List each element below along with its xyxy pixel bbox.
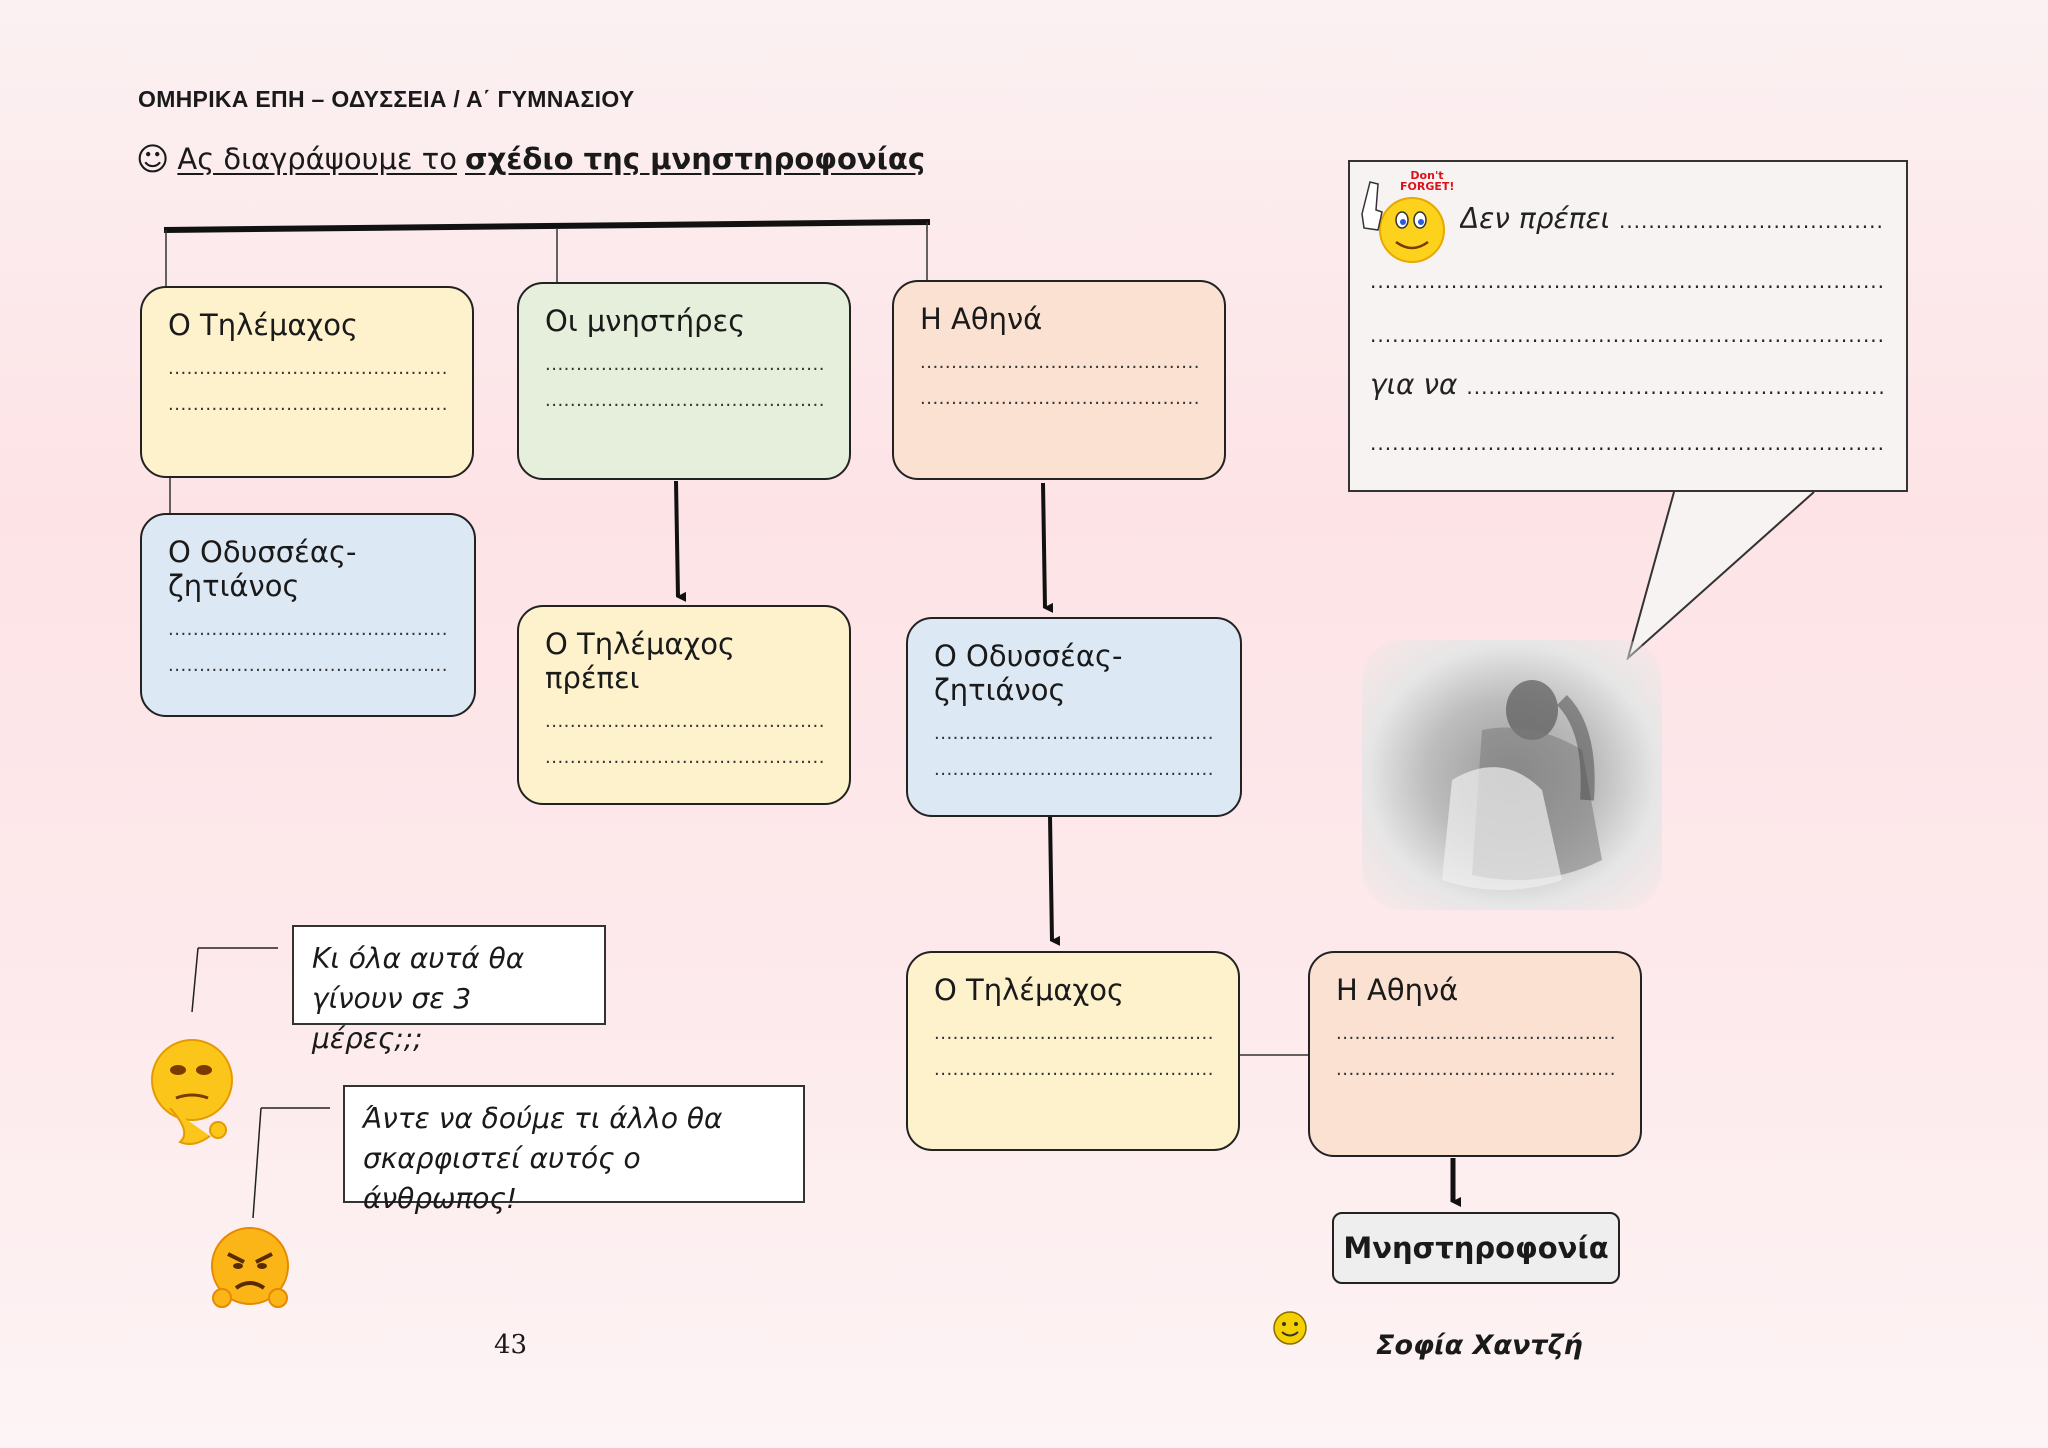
callout-tail	[1626, 490, 1815, 660]
blank-line[interactable]: ........................................…	[545, 749, 823, 767]
callout-text: για να	[1370, 368, 1458, 401]
box-label: Η Αθηνά	[920, 302, 1043, 336]
speech-line: γίνουν σε 3 μέρες;;;	[312, 982, 472, 1055]
athena-arrow	[1041, 482, 1054, 613]
small-smiley-icon	[1273, 1311, 1307, 1345]
box-telemachus-bottom: Ο Τηλέμαχος ............................…	[906, 951, 1240, 1151]
callout-line-3: ........................................…	[1370, 316, 1884, 349]
suitors-arrow	[674, 480, 687, 602]
speech-line: Κι όλα αυτά θα	[312, 942, 525, 975]
speech1-tail	[191, 947, 199, 1013]
blank-line[interactable]: ........................................…	[1370, 431, 1884, 455]
instruction-emphasis: σχέδιο της μνηστηροφονίας	[465, 142, 926, 176]
blank-line[interactable]: ........................................…	[934, 725, 1214, 743]
dont-forget-smiley-icon	[1361, 181, 1445, 263]
speech-box-three-days: Κι όλα αυτά θα γίνουν σε 3 μέρες;;;	[292, 925, 606, 1055]
box-label: Ο Τηλέμαχος	[168, 308, 359, 342]
box-telemachus-top: Ο Τηλέμαχος ............................…	[140, 286, 474, 478]
callout-line-5: ........................................…	[1370, 424, 1884, 457]
box-label: Ο Τηλέμαχος πρέπει	[545, 627, 736, 695]
thinking-emoji-icon	[151, 1039, 233, 1145]
speech-line: Άντε να δούμε τι άλλο θα	[363, 1102, 723, 1135]
blank-line[interactable]: ........................................…	[545, 392, 823, 410]
blank-line[interactable]: ........................................…	[1336, 1061, 1614, 1079]
box-label: Ο Οδυσσέας-ζητιάνος	[168, 535, 357, 603]
box-odysseus-left: Ο Οδυσσέας-ζητιάνος ....................…	[140, 513, 476, 717]
angry-emoji-icon	[211, 1227, 289, 1308]
result-box-mnistirofonia: Μνηστηροφονία	[1332, 1212, 1620, 1284]
callout-line-1: Δεν πρέπει .............................…	[1460, 202, 1884, 235]
callout-text: Δεν πρέπει	[1460, 202, 1611, 235]
page-number: 43	[494, 1330, 528, 1360]
callout-line-4: για να .................................…	[1370, 368, 1884, 401]
box-odysseus-mid: Ο Οδυσσέας-ζητιάνος ....................…	[906, 617, 1242, 817]
illustration-odysseus-telemachus	[1362, 640, 1662, 910]
smiley-icon: ☺	[136, 140, 170, 178]
reminder-callout: Don't FORGET! Δεν πρέπει ...............…	[1348, 160, 1908, 492]
box-athena-bottom: Η Αθηνά ................................…	[1308, 951, 1642, 1157]
instruction-line: ☺ Ας διαγράψουμε το σχέδιο της μνηστηροφ…	[136, 140, 925, 178]
dont-forget-badge: Don't FORGET!	[1400, 169, 1455, 193]
blank-line[interactable]: ........................................…	[934, 1061, 1212, 1079]
illustration-figures	[1442, 680, 1602, 890]
page-header: ΟΜΗΡΙΚΑ ΕΠΗ – ΟΔΥΣΣΕΙΑ / Α΄ ΓΥΜΝΑΣΙΟΥ	[138, 86, 635, 112]
odysseus-arrow	[1048, 815, 1061, 946]
blank-line[interactable]: ........................................…	[934, 761, 1214, 779]
box-label: Η Αθηνά	[1336, 973, 1459, 1007]
box-label: Οι μνηστήρες	[545, 304, 746, 338]
blank-line[interactable]: ........................................…	[1466, 375, 1884, 399]
box-athena-top: Η Αθηνά ................................…	[892, 280, 1226, 480]
blank-line[interactable]: ........................................…	[168, 621, 448, 639]
callout-line-2: ........................................…	[1370, 262, 1884, 295]
blank-line[interactable]: ........................................…	[168, 657, 448, 675]
blank-line[interactable]: ........................................…	[168, 396, 446, 414]
blank-line[interactable]: ........................................…	[1618, 209, 1884, 233]
blank-line[interactable]: ........................................…	[934, 1025, 1212, 1043]
blank-line[interactable]: ........................................…	[920, 390, 1198, 408]
blank-line[interactable]: ........................................…	[168, 360, 446, 378]
blank-line[interactable]: ........................................…	[920, 354, 1198, 372]
top-bracket	[163, 219, 931, 287]
speech-line: σκαρφιστεί αυτός ο άνθρωπος!	[363, 1142, 641, 1215]
box-telemachus-must: Ο Τηλέμαχος πρέπει .....................…	[517, 605, 851, 805]
blank-line[interactable]: ........................................…	[1370, 323, 1884, 347]
author-name: Σοφία Χαντζή	[1376, 1330, 1583, 1361]
blank-line[interactable]: ........................................…	[545, 356, 823, 374]
instruction-lead: Ας διαγράψουμε το	[177, 142, 457, 176]
box-suitors: Οι μνηστήρες ...........................…	[517, 282, 851, 480]
blank-line[interactable]: ........................................…	[1336, 1025, 1614, 1043]
box-label: Ο Τηλέμαχος	[934, 973, 1125, 1007]
speech2-tail	[252, 1107, 262, 1219]
blank-line[interactable]: ........................................…	[1370, 269, 1884, 293]
speech-box-what-else: Άντε να δούμε τι άλλο θα σκαρφιστεί αυτό…	[343, 1085, 805, 1215]
blank-line[interactable]: ........................................…	[545, 713, 823, 731]
box-label: Ο Οδυσσέας-ζητιάνος	[934, 639, 1123, 707]
